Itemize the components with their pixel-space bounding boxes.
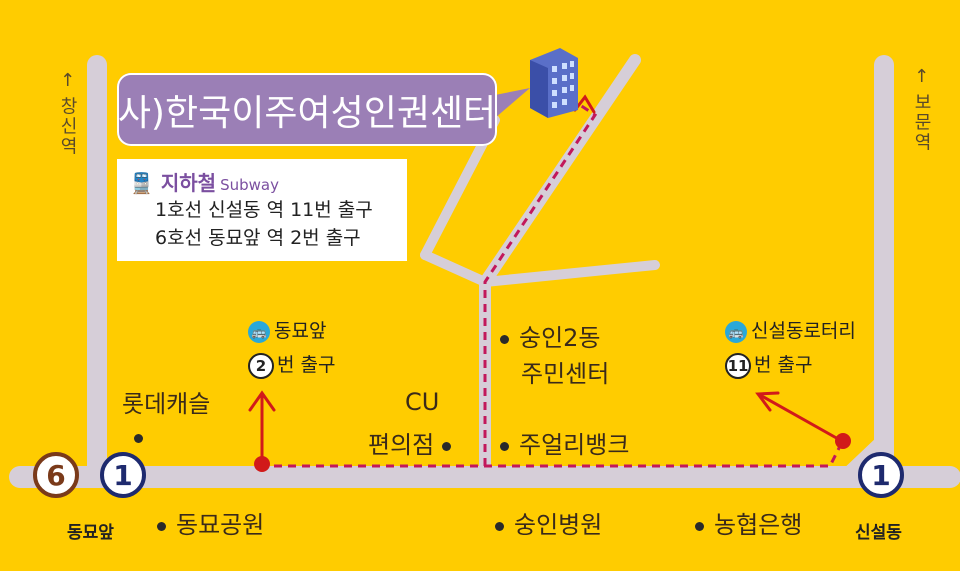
exit11-arrowhead bbox=[755, 391, 780, 412]
center-name-banner: 사)한국이주여성인권센터 bbox=[117, 73, 497, 146]
exit2-marker bbox=[254, 456, 270, 472]
subway-icon: 🚆 bbox=[129, 171, 154, 195]
place-nh-bank: 농협은행 bbox=[695, 505, 802, 540]
subway-line-1: 1호선 신설동 역 11번 출구 bbox=[155, 199, 373, 221]
route-to-center bbox=[483, 103, 598, 466]
place-dongmyo-park: 동묘공원 bbox=[157, 505, 264, 540]
place-lotte-castle: 롯데캐슬 bbox=[122, 390, 211, 418]
line1-dongmyo-badge: 1 bbox=[100, 452, 146, 498]
exit-number-badge: 2 bbox=[248, 352, 274, 379]
bus-icon: 🚌 bbox=[248, 320, 270, 343]
subway-header-en: Subway bbox=[220, 176, 279, 194]
exit11-marker bbox=[835, 433, 851, 449]
exit-number-badge: 11 bbox=[725, 352, 751, 379]
sinseol-bus-stop: 🚌신설동로터리 bbox=[725, 316, 856, 343]
line1-sinseol-badge: 1 bbox=[858, 452, 904, 498]
dongmyo-station-name: 동묘앞 bbox=[67, 523, 114, 543]
subway-header-ko: 지하철 bbox=[160, 171, 217, 195]
place-cu-store: 편의점 bbox=[368, 425, 452, 460]
place-jewelry-bank: 주얼리뱅크 bbox=[500, 425, 629, 460]
direction-left: ← 창신역 bbox=[57, 72, 78, 157]
dongmyo-bus-stop: 🚌동묘앞 bbox=[248, 316, 326, 343]
place-sungin-office-2: 주민센터 bbox=[521, 360, 610, 388]
bus-icon: 🚌 bbox=[725, 320, 747, 343]
center-arrowhead bbox=[573, 94, 596, 114]
right-side-road bbox=[480, 260, 660, 287]
place-lotte-dot bbox=[134, 428, 153, 447]
place-cu: CU bbox=[405, 388, 440, 416]
route-main bbox=[260, 439, 845, 468]
line6-station-badge: 6 bbox=[33, 452, 79, 498]
direction-right: ← 보문역 bbox=[911, 68, 932, 153]
exit11-arrow bbox=[758, 393, 842, 442]
place-sungin-office: 숭인2동 bbox=[500, 318, 601, 353]
banner-pointer bbox=[495, 88, 530, 118]
subway-line-6: 6호선 동묘앞 역 2번 출구 bbox=[155, 227, 361, 249]
place-sungin-hospital: 숭인병원 bbox=[495, 505, 602, 540]
exit2-arrowhead bbox=[248, 390, 276, 412]
sinseol-station-name: 신설동 bbox=[855, 523, 902, 543]
side-road bbox=[420, 250, 490, 287]
office-building-icon bbox=[530, 48, 578, 118]
